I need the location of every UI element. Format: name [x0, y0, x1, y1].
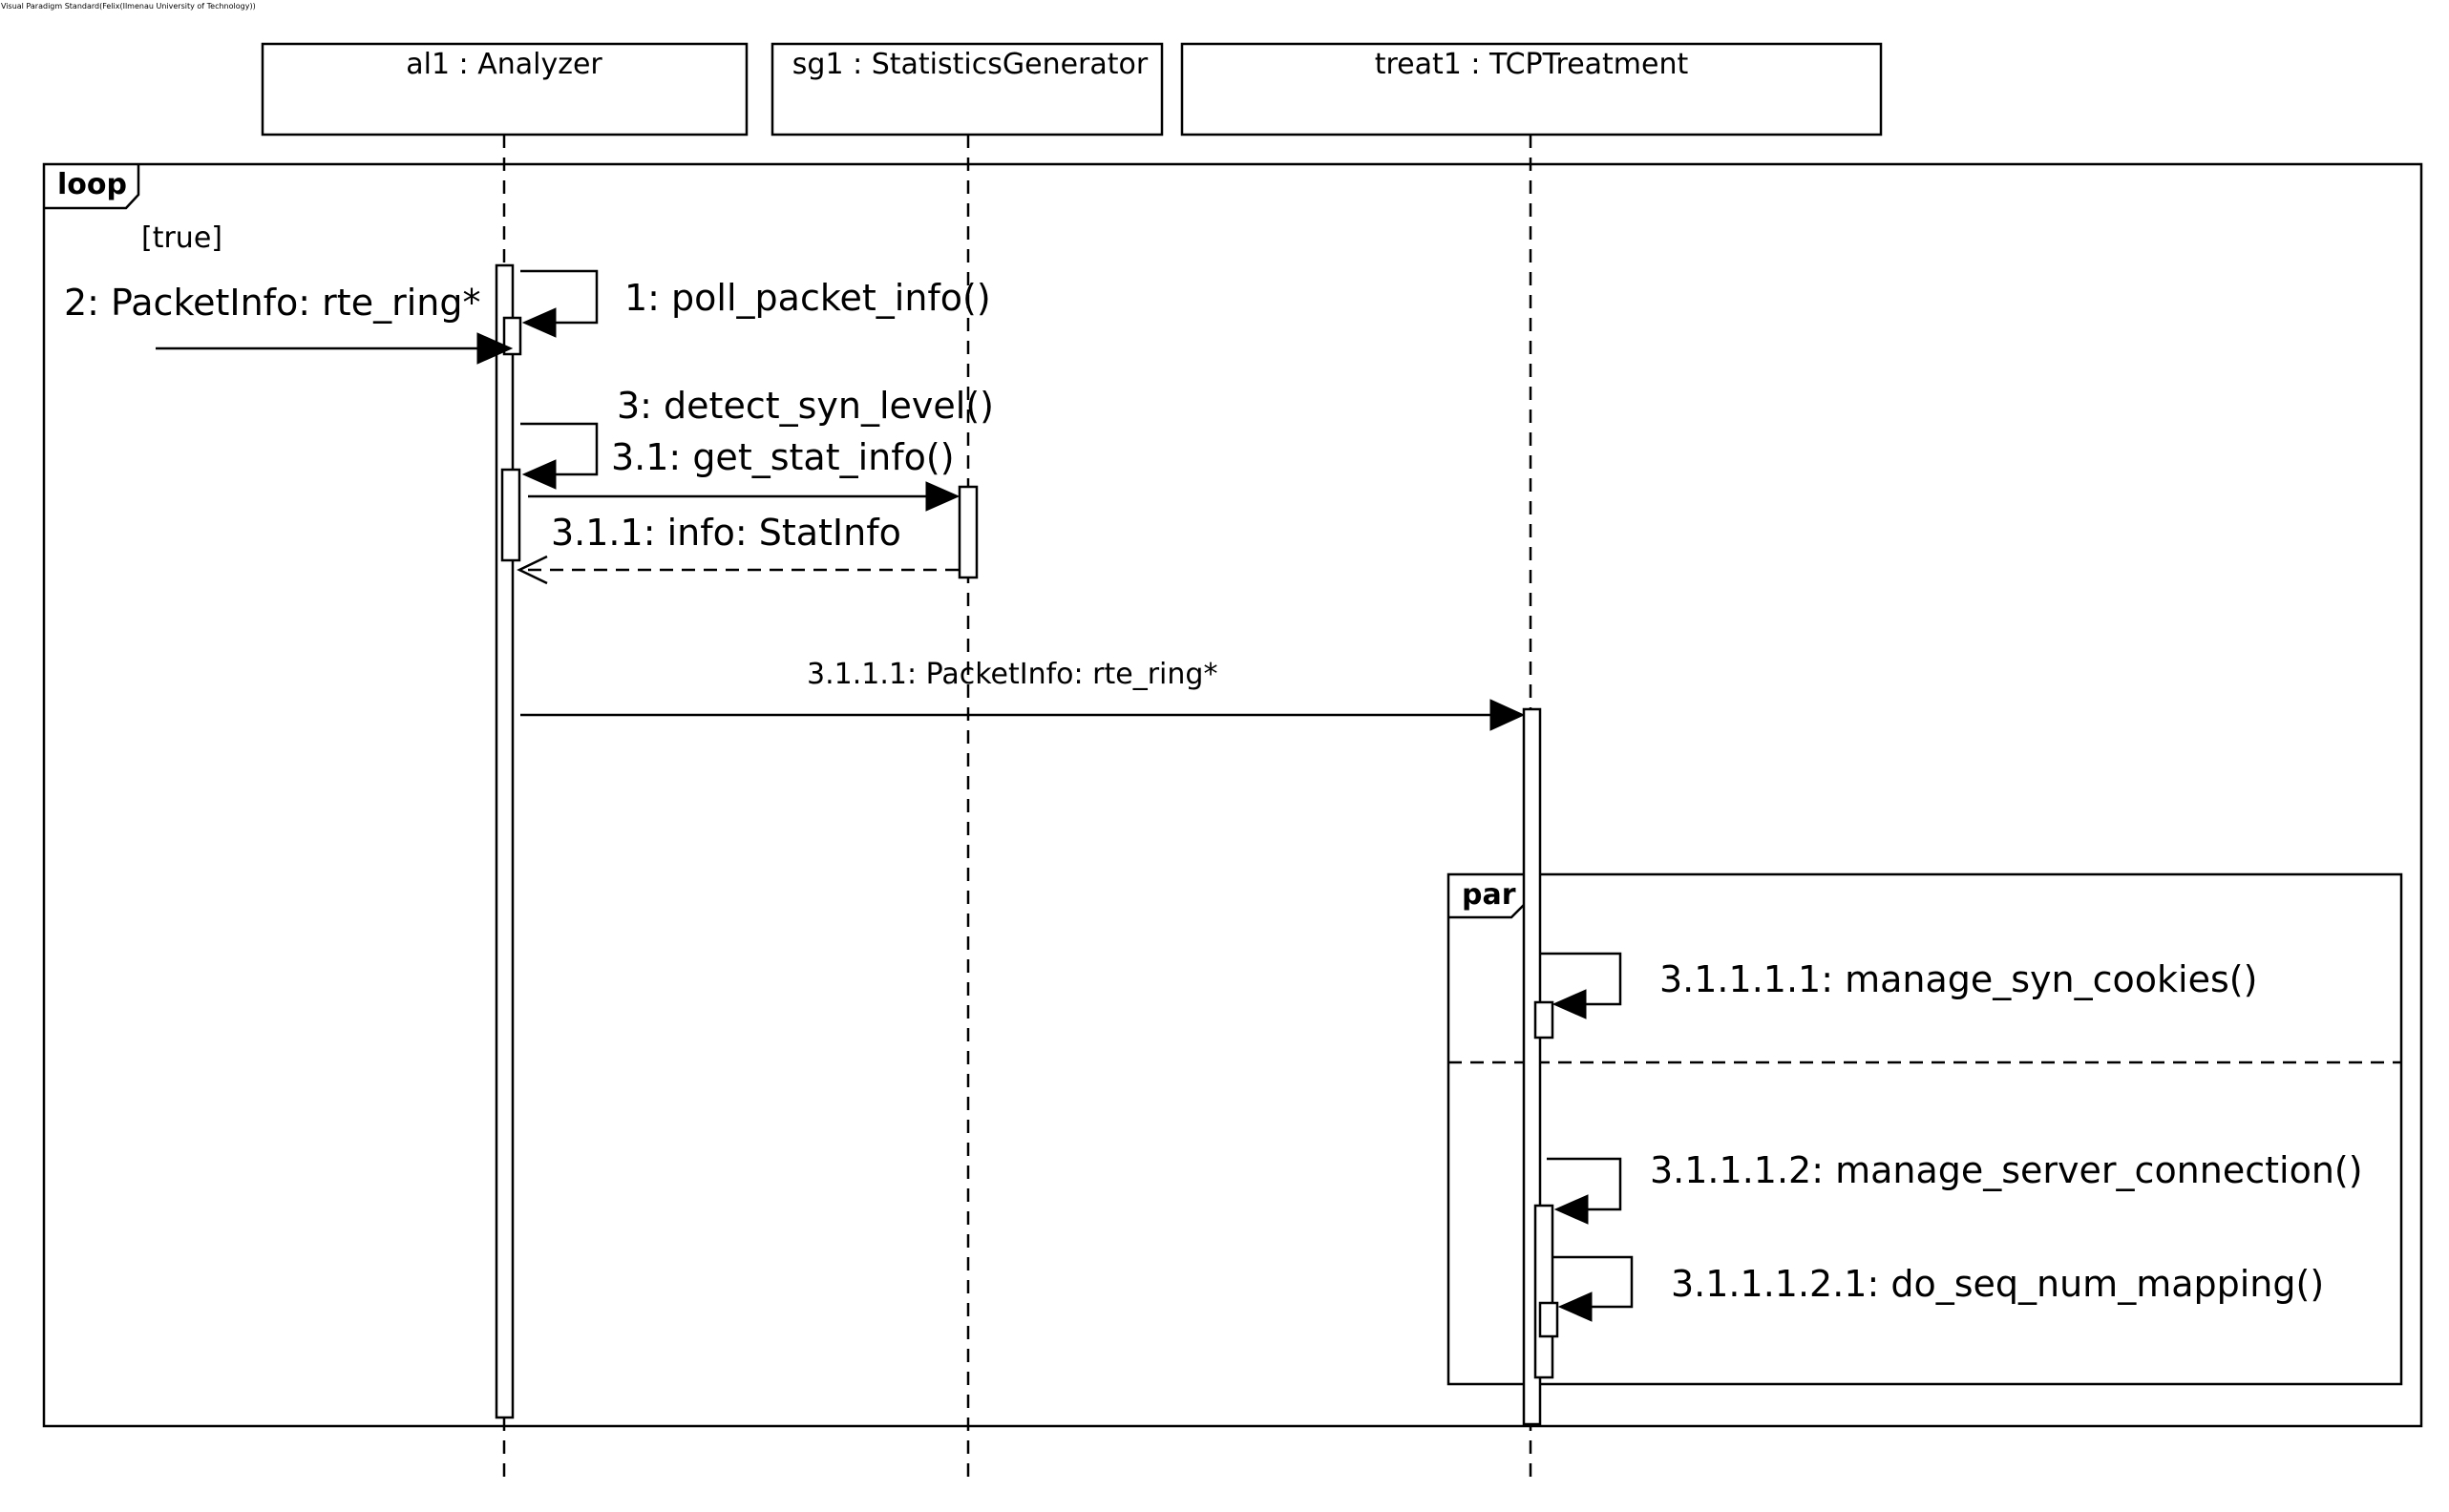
loop-operator-tab — [44, 164, 140, 210]
message-3-1-1-1-1-label: 3.1.1.1.1: manage_syn_cookies() — [1659, 958, 2257, 1000]
message-2-label: 2: PacketInfo: rte_ring* — [64, 282, 480, 324]
message-3[interactable]: 3: detect_syn_level() — [520, 385, 994, 490]
par-operator-label: par — [1462, 878, 1516, 912]
watermark: Visual Paradigm Standard(Felix(Ilmenau U… — [1, 2, 256, 10]
message-3-line[interactable] — [520, 422, 599, 476]
message-3-1-label: 3.1: get_stat_info() — [611, 436, 955, 478]
message-3-1-1-1-1-arrowhead — [1552, 989, 1587, 1019]
message-1-line[interactable] — [520, 269, 599, 325]
message-3-1-1-1-2-1-label: 3.1.1.1.2.1: do_seq_num_mapping() — [1671, 1263, 2324, 1305]
message-3-1-1-label: 3.1.1: info: StatInfo — [551, 512, 901, 554]
message-3-label: 3: detect_syn_level() — [617, 385, 994, 427]
lifeline-sg1-box[interactable] — [771, 42, 1164, 136]
lifeline-al1[interactable]: al1 : Analyzer — [261, 42, 749, 136]
par-fragment[interactable]: par — [1446, 872, 2403, 1386]
lifeline-treat1[interactable]: treat1 : TCPTreatment — [1180, 42, 1883, 136]
lifeline-al1-label: al1 : Analyzer — [406, 48, 602, 81]
message-3-1-1-1-2-line[interactable] — [1547, 1157, 1622, 1211]
activation-treat1-server-conn — [1533, 1204, 1554, 1379]
par-frame[interactable] — [1446, 872, 2403, 1386]
activation-treat1-seq-mapping — [1538, 1301, 1559, 1338]
message-3-1[interactable]: 3.1: get_stat_info() — [528, 436, 961, 512]
message-3-1-1-1-2-1-arrowhead — [1557, 1292, 1593, 1322]
message-3-1-1-1-1-line[interactable] — [1540, 952, 1622, 1006]
message-3-1-1-1-2-label: 3.1.1.1.2: manage_server_connection() — [1650, 1149, 2363, 1191]
activation-al1-poll — [502, 316, 522, 356]
message-1-arrowhead — [521, 307, 557, 338]
message-3-1-1[interactable]: 3.1.1: info: StatInfo — [517, 512, 959, 585]
lifeline-sg1[interactable]: sg1 : StatisticsGenerator — [771, 42, 1164, 136]
message-3-arrowhead — [521, 459, 557, 490]
loop-guard: [true] — [141, 221, 222, 255]
message-3-1-1-1-arrowhead — [1489, 699, 1526, 731]
activation-al1-detect — [500, 468, 521, 562]
activation-treat1-syn-cookies — [1533, 1000, 1554, 1040]
lifeline-sg1-label: sg1 : StatisticsGenerator — [792, 48, 1149, 81]
activation-al1-main — [495, 263, 515, 1419]
message-3-1-arrowhead — [925, 481, 961, 512]
message-3-1-1-1-2-arrowhead — [1553, 1194, 1589, 1225]
message-3-1-1-arrowhead — [517, 555, 548, 585]
activation-sg1 — [958, 485, 979, 579]
message-3-1-1-1-2-1[interactable]: 3.1.1.1.2.1: do_seq_num_mapping() — [1552, 1255, 2324, 1322]
lifeline-treat1-box[interactable] — [1180, 42, 1883, 136]
message-2-arrowhead — [476, 332, 514, 365]
loop-fragment[interactable]: loop [true] — [42, 162, 2423, 1428]
message-1-label: 1: poll_packet_info() — [624, 277, 991, 319]
loop-operator-label: loop — [57, 168, 127, 201]
message-3-1-1-1-label: 3.1.1.1: PacketInfo: rte_ring* — [807, 658, 1217, 691]
loop-frame[interactable] — [42, 162, 2423, 1428]
message-3-1-1-1[interactable]: 3.1.1.1: PacketInfo: rte_ring* — [520, 658, 1526, 731]
message-2[interactable]: 2: PacketInfo: rte_ring* — [64, 282, 514, 365]
lifeline-al1-box[interactable] — [261, 42, 749, 136]
message-1[interactable]: 1: poll_packet_info() — [520, 269, 991, 338]
lifeline-treat1-label: treat1 : TCPTreatment — [1375, 48, 1689, 81]
message-3-1-1-1-2-1-line[interactable] — [1552, 1255, 1634, 1309]
message-3-1-1-1-2[interactable]: 3.1.1.1.2: manage_server_connection() — [1547, 1149, 2363, 1225]
message-3-1-1-1-1[interactable]: 3.1.1.1.1: manage_syn_cookies() — [1540, 952, 2257, 1019]
